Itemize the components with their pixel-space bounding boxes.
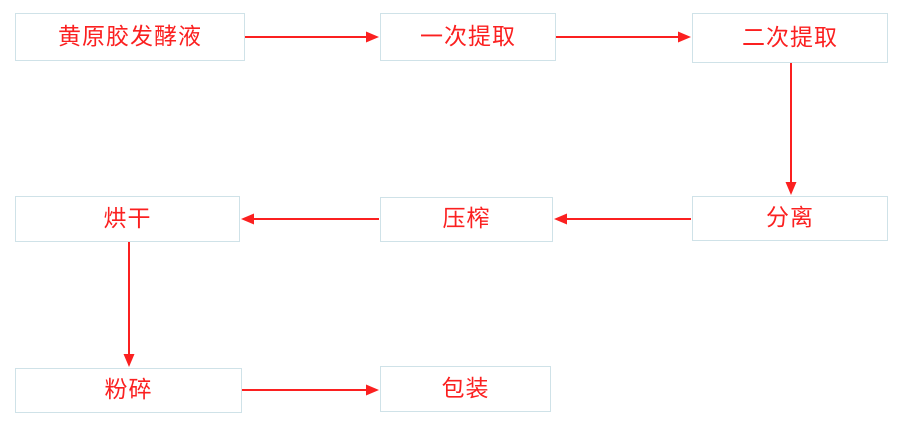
process-node-label: 分离 [766,205,814,231]
process-node-n5: 压榨 [380,197,553,242]
process-node-n7: 粉碎 [15,368,242,413]
process-node-label: 压榨 [442,206,491,232]
flow-arrow-e4 [544,209,701,229]
flow-arrow-e3 [781,53,801,205]
process-node-label: 烘干 [103,205,152,232]
process-node-label: 二次提取 [742,24,838,51]
process-node-n4: 分离 [692,196,888,241]
flow-arrow-e5 [231,209,389,229]
process-node-label: 一次提取 [420,23,516,50]
flow-arrow-e2 [546,27,701,47]
flow-arrow-e7 [232,380,389,400]
process-node-n3: 二次提取 [692,13,888,63]
process-node-n1: 黄原胶发酵液 [15,13,245,61]
process-node-n6: 烘干 [15,196,240,242]
process-node-n8: 包装 [380,366,551,412]
process-node-n2: 一次提取 [380,13,556,61]
process-node-label: 包装 [441,375,490,402]
flow-arrow-e1 [235,27,389,47]
process-node-label: 粉碎 [104,377,153,403]
flow-arrow-e6 [119,232,139,377]
process-node-label: 黄原胶发酵液 [58,23,202,50]
